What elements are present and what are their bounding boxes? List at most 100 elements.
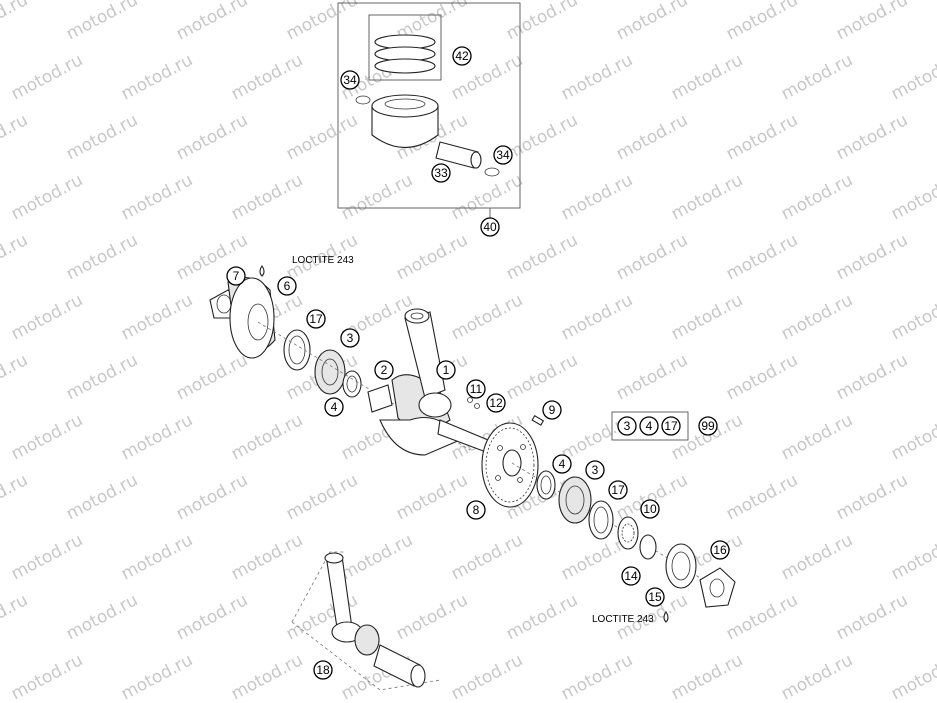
svg-text:10: 10 [643,502,657,516]
svg-text:16: 16 [713,543,727,557]
watermark-text: motod.ru [8,530,86,584]
watermark-text: motod.ru [833,110,911,164]
callout-42: 42 [452,46,472,66]
watermark-text: motod.ru [118,290,196,344]
bearing-left [314,349,346,395]
watermark-text: motod.ru [613,350,691,404]
watermark-text: motod.ru [888,290,937,344]
svg-text:15: 15 [648,590,662,604]
circlip-right [484,167,500,177]
watermark-text: motod.ru [778,530,856,584]
callout-3-kit: 3 [617,416,637,436]
watermark-text: motod.ru [448,290,526,344]
watermark-text: motod.ru [503,110,581,164]
watermark-text: motod.ru [8,650,86,703]
watermark-text: motod.ru [778,50,856,104]
svg-text:17: 17 [664,419,678,433]
watermark-text: motod.ru [283,0,361,44]
watermark-text: motod.ru [173,470,251,524]
circlip-left [355,95,371,105]
conrod-small-end [404,308,430,324]
watermark-text: motod.ru [118,410,196,464]
watermark-text: motod.ru [723,230,801,284]
watermark-text: motod.ru [283,470,361,524]
watermark-text: motod.ru [393,470,471,524]
watermark-text: motod.ru [173,590,251,644]
watermark-text: motod.ru [118,650,196,703]
watermark-text: motod.ru [63,0,141,44]
watermark-text: motod.ru [833,590,911,644]
svg-text:42: 42 [455,49,469,63]
loctite-label-bottom: LOCTITE 243 [592,614,654,625]
watermark-text: motod.ru [63,470,141,524]
watermark-text: motod.ru [833,0,911,44]
watermark-text: motod.ru [503,590,581,644]
spacer-ring [639,534,657,560]
watermark-text: motod.ru [173,110,251,164]
callout-33: 33 [431,163,451,183]
callout-17-a: 17 [306,309,326,329]
piston-ring-oil [374,58,436,74]
small-gear [617,516,639,550]
watermark-text: motod.ru [0,470,31,524]
watermark-text: motod.ru [173,350,251,404]
svg-text:4: 4 [646,419,653,433]
watermark-text: motod.ru [558,170,636,224]
watermark-text: motod.ru [118,50,196,104]
watermark-text: motod.ru [63,110,141,164]
loctite-label-top: LOCTITE 243 [292,255,354,266]
watermark-text: motod.ru [668,50,746,104]
watermark-text: motod.ru [778,170,856,224]
svg-text:17: 17 [611,483,625,497]
piston-assembly-inset [337,2,521,218]
kit-box [611,411,689,441]
crankshaft-assembly [367,308,545,456]
svg-text:7: 7 [233,269,240,283]
watermark-text: motod.ru [448,530,526,584]
svg-text:34: 34 [496,148,510,162]
woodruff-key [531,415,545,426]
watermark-text: motod.ru [613,230,691,284]
svg-text:3: 3 [624,419,631,433]
watermark-text: motod.ru [888,650,937,703]
watermark-text: motod.ru [778,410,856,464]
watermark-text: motod.ru [228,410,306,464]
callout-1: 1 [436,360,456,380]
watermark-text: motod.ru [0,110,31,164]
callout-34-b: 34 [493,145,513,165]
crank-pin [373,644,421,687]
seal-left [283,329,311,371]
watermark-text: motod.ru [888,50,937,104]
callout-12: 12 [486,393,506,413]
watermark-text: motod.ru [448,170,526,224]
watermark-text: motod.ru [283,110,361,164]
watermark-text: motod.ru [173,0,251,44]
svg-text:18: 18 [316,663,330,677]
callout-9: 9 [542,400,562,420]
watermark-text: motod.ru [723,110,801,164]
svg-text:1: 1 [443,363,450,377]
callout-34-a: 34 [340,70,360,90]
watermark-text: motod.ru [0,350,31,404]
callout-15: 15 [645,587,665,607]
svg-text:14: 14 [624,569,638,583]
watermark-text: motod.ru [503,230,581,284]
watermark-text: motod.ru [888,170,937,224]
svg-text:40: 40 [483,220,497,234]
svg-text:4: 4 [559,457,566,471]
callout-99: 99 [698,416,718,436]
watermark-text: motod.ru [118,530,196,584]
watermark-text: motod.ru [448,650,526,703]
callout-16: 16 [710,540,730,560]
loctite-drop-icon [259,265,265,277]
watermark-text: motod.ru [393,590,471,644]
loctite-drop-icon [663,611,669,623]
watermark-text: motod.ru [778,650,856,703]
right-bearing-assembly [511,462,736,608]
left-gear-assembly [209,276,471,451]
svg-text:12: 12 [489,396,503,410]
callout-3-a: 3 [340,328,360,348]
needle-bearing [354,624,380,656]
timing-sprocket [481,422,539,508]
